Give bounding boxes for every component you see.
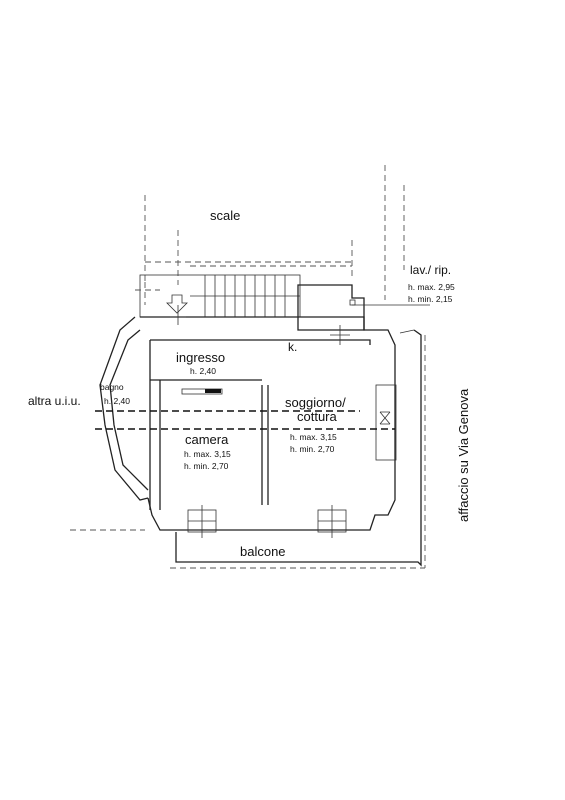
k-label: k. bbox=[288, 340, 297, 354]
altra-uiu-label: altra u.i.u. bbox=[28, 394, 81, 408]
soggiorno-label: soggiorno/ bbox=[285, 395, 346, 410]
section-lines bbox=[95, 410, 395, 430]
lav-hmax-label: h. max. 2,95 bbox=[408, 282, 455, 292]
camera-hmin-label: h. min. 2,70 bbox=[184, 461, 229, 471]
bagno-label: bagno bbox=[100, 382, 124, 392]
balcony bbox=[70, 329, 426, 569]
bagno-height-label: h. 2,40 bbox=[104, 396, 130, 406]
ingresso-label: ingresso bbox=[176, 350, 225, 365]
affaccio-label: affaccio su Via Genova bbox=[456, 388, 471, 522]
camera-hmax-label: h. max. 3,15 bbox=[184, 449, 231, 459]
entry-arrow-icon bbox=[166, 294, 188, 314]
scale-label: scale bbox=[210, 208, 240, 223]
soggiorno-hmax-label: h. max. 3,15 bbox=[290, 432, 337, 442]
lav-hmin-label: h. min. 2,15 bbox=[408, 294, 453, 304]
camera-label: camera bbox=[185, 432, 229, 447]
staircase bbox=[135, 274, 301, 318]
lav-rip-room bbox=[297, 284, 430, 331]
apartment-walls bbox=[99, 316, 397, 531]
lav-rip-label: lav./ rip. bbox=[410, 263, 451, 277]
ingresso-height-label: h. 2,40 bbox=[190, 366, 216, 376]
soggiorno-hmin-label: h. min. 2,70 bbox=[290, 444, 335, 454]
balcone-label: balcone bbox=[240, 544, 286, 559]
window-marks bbox=[170, 305, 350, 538]
stair-guides bbox=[144, 165, 405, 300]
cottura-label: cottura bbox=[297, 409, 338, 424]
